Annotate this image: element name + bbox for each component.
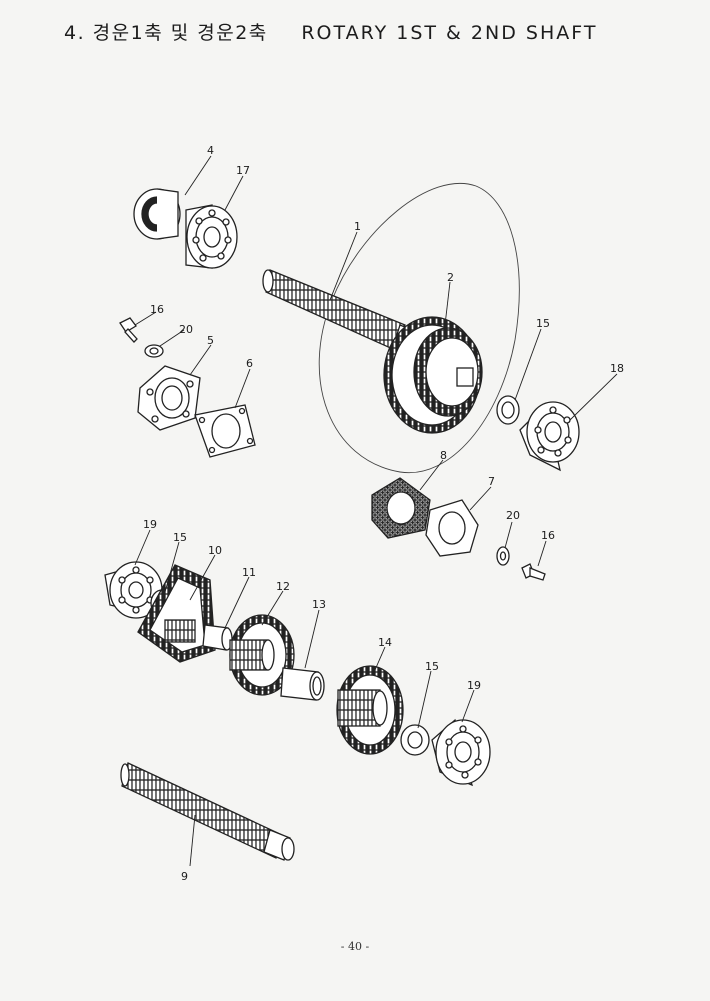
- part-20-washer-upper: [144, 344, 164, 358]
- part-14-gear: [336, 665, 404, 755]
- callout-numbers: 4 17 1 2 15 18 16 20 5 6 8 7 20 16 19 15…: [143, 144, 624, 883]
- part-12-gear: [229, 614, 295, 696]
- part-9-splined-shaft: [120, 762, 295, 861]
- page-number: - 40 -: [340, 940, 370, 953]
- title-english: ROTARY 1ST & 2ND SHAFT: [301, 22, 598, 44]
- callout-6: 6: [246, 357, 253, 370]
- callout-12: 12: [276, 580, 290, 593]
- part-8-gasket: [371, 477, 431, 539]
- part-13-sleeve: [280, 667, 325, 701]
- callout-17: 17: [236, 164, 250, 177]
- part-1-rotary-shaft: [262, 269, 413, 357]
- callout-11: 11: [242, 566, 256, 579]
- part-17-ball-bearing: [185, 204, 238, 269]
- callout-8: 8: [440, 449, 447, 462]
- callout-13: 13: [312, 598, 326, 611]
- callout-1: 1: [354, 220, 361, 233]
- part-16-bolt-upper: [119, 317, 138, 343]
- part-19-ball-bearing-left: [104, 561, 163, 619]
- callout-20-lower: 20: [506, 509, 520, 522]
- part-18-ball-bearing: [519, 401, 580, 472]
- callout-4: 4: [207, 144, 214, 157]
- part-11-spacer-collar: [202, 624, 233, 651]
- callout-5: 5: [207, 334, 214, 347]
- callout-7: 7: [488, 475, 495, 488]
- callout-19-right: 19: [467, 679, 481, 692]
- part-6-gasket: [194, 404, 256, 458]
- callout-20-upper: 20: [179, 323, 193, 336]
- part-5-flange-housing: [137, 365, 201, 431]
- callout-15-left: 15: [173, 531, 187, 544]
- callout-14: 14: [378, 636, 392, 649]
- callout-16-upper: 16: [150, 303, 164, 316]
- callout-2: 2: [447, 271, 454, 284]
- part-19-ball-bearing-right: [431, 718, 491, 787]
- part-15-washer-lower: [400, 724, 430, 756]
- callout-16-lower: 16: [541, 529, 555, 542]
- assembly-outline: [318, 183, 520, 474]
- callout-15-lower: 15: [425, 660, 439, 673]
- callout-9: 9: [181, 870, 188, 883]
- page-title: 4. 경운1축 및 경운2축 ROTARY 1ST & 2ND SHAFT: [64, 18, 684, 48]
- part-4-bearing-cap: [133, 188, 181, 240]
- callout-15-upper: 15: [536, 317, 550, 330]
- part-7-cover-plate: [425, 499, 479, 557]
- part-20-washer-lower: [496, 546, 510, 566]
- callout-19-left: 19: [143, 518, 157, 531]
- callout-18: 18: [610, 362, 624, 375]
- callout-10: 10: [208, 544, 222, 557]
- part-16-bolt-lower: [521, 563, 546, 581]
- title-korean: 4. 경운1축 및 경운2축: [64, 22, 268, 44]
- part-2-double-gear: [383, 316, 483, 434]
- leader-lines: [134, 155, 618, 867]
- part-15-washer-upper: [496, 395, 520, 425]
